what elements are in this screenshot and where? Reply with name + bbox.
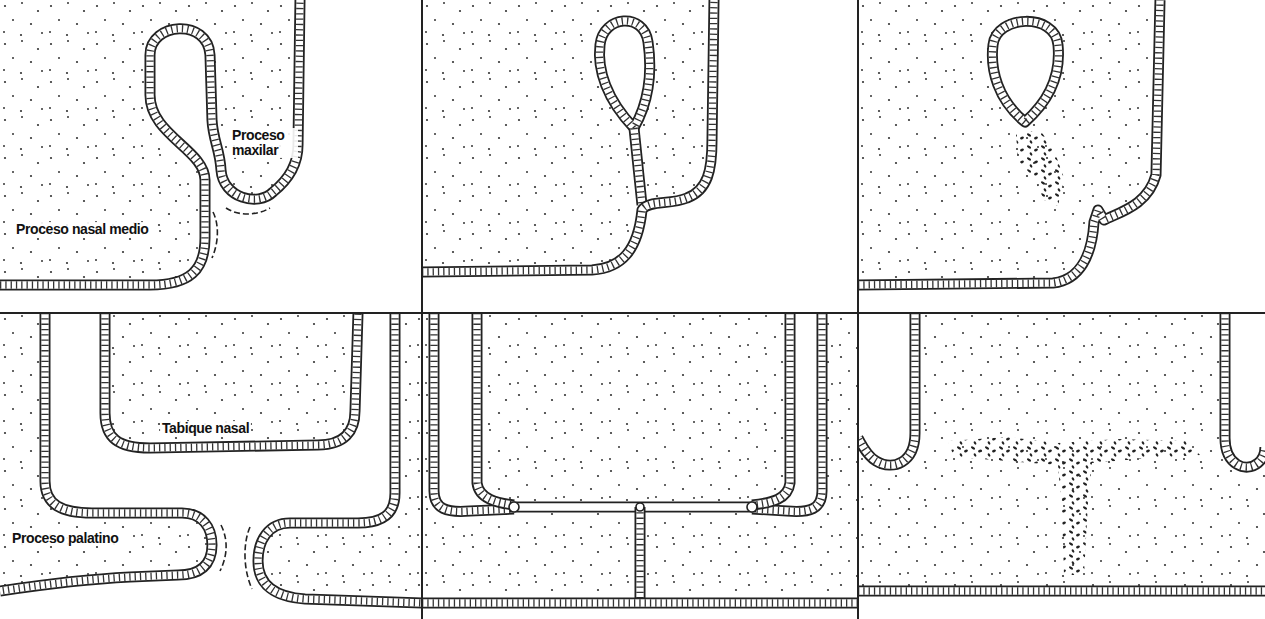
epithelium xyxy=(105,313,358,448)
epithelium xyxy=(599,21,649,128)
cavity xyxy=(858,0,1265,313)
panel-palate-3 xyxy=(858,313,1265,591)
epithelium xyxy=(0,0,300,285)
epithelium xyxy=(0,313,212,591)
epithelium xyxy=(0,313,212,591)
epithelium xyxy=(992,21,1058,122)
part-label: Proceso nasal medio xyxy=(14,222,150,237)
nasal-pit xyxy=(992,21,1058,122)
epithelium xyxy=(858,0,1160,285)
seam-junction xyxy=(509,502,519,512)
panel-divider xyxy=(0,312,1265,314)
epithelium xyxy=(858,0,1160,285)
epithelium xyxy=(0,0,300,285)
epithelium xyxy=(422,599,858,606)
epithelium xyxy=(422,598,858,609)
epithelium xyxy=(752,313,822,511)
epithelial-seam xyxy=(510,503,756,510)
epithelial-seam xyxy=(634,128,642,205)
epithelium xyxy=(0,313,212,591)
epithelium xyxy=(434,313,514,511)
panel-palate-1 xyxy=(0,313,422,603)
epithelial-seam xyxy=(634,128,642,205)
epithelium xyxy=(258,313,422,603)
mesenchyme-cluster xyxy=(1016,130,1064,206)
mesenchyme xyxy=(858,0,1265,313)
cavity xyxy=(422,0,858,313)
mesenchyme xyxy=(422,0,858,313)
epithelial-seam xyxy=(636,507,643,601)
panel-palate-2 xyxy=(422,313,858,603)
epithelium xyxy=(992,21,1058,122)
epithelium xyxy=(752,313,790,505)
panel-fusion-3 xyxy=(858,0,1265,313)
seam-junction xyxy=(747,502,757,512)
epithelial-seam xyxy=(635,507,646,601)
contact-hint xyxy=(212,212,217,258)
mesenchyme xyxy=(422,313,858,603)
nasal-cavity xyxy=(434,313,514,511)
seam-junction xyxy=(636,503,644,511)
panel-divider xyxy=(857,0,859,619)
epithelium xyxy=(992,21,1058,122)
contact-hint xyxy=(220,525,226,571)
panel-fusion-2 xyxy=(422,0,858,313)
epithelium xyxy=(1225,313,1265,467)
nasal-cavity xyxy=(858,313,915,465)
epithelial-seam xyxy=(634,128,642,205)
epithelium xyxy=(752,313,790,505)
epithelium xyxy=(0,0,300,285)
epithelium xyxy=(477,313,514,505)
epithelium xyxy=(858,313,915,465)
epithelium xyxy=(422,0,714,272)
part-label: Proceso palatino xyxy=(10,531,120,546)
nasal-cavity xyxy=(752,313,822,511)
epithelium xyxy=(477,313,514,505)
nasal-pit xyxy=(599,21,649,128)
part-label: Tabique nasal xyxy=(160,421,251,436)
epithelium xyxy=(858,0,1160,285)
mesenchyme xyxy=(0,0,422,313)
epithelium xyxy=(599,21,649,128)
epithelium xyxy=(105,313,358,448)
cavity xyxy=(0,0,422,313)
epithelium xyxy=(422,599,858,606)
epithelium xyxy=(422,0,714,272)
epithelium xyxy=(258,313,422,603)
epithelium xyxy=(752,313,790,505)
epithelium xyxy=(434,313,514,511)
panel-fusion-1 xyxy=(0,0,422,313)
part-label: Proceso maxilar xyxy=(230,128,298,158)
epithelium xyxy=(434,313,514,511)
panel-divider xyxy=(421,0,423,619)
nasal-septum xyxy=(105,313,358,448)
epithelium xyxy=(858,587,1265,594)
nasal-cavity xyxy=(1225,313,1265,467)
contact-hint xyxy=(226,208,270,214)
epithelium xyxy=(599,21,649,128)
epithelium xyxy=(858,587,1265,594)
epithelium xyxy=(1225,313,1265,467)
epithelium xyxy=(258,313,422,603)
epithelium xyxy=(1225,313,1265,467)
epithelial-seam xyxy=(636,507,643,601)
epithelium xyxy=(477,313,514,505)
epithelium xyxy=(752,313,822,511)
epithelium xyxy=(858,313,915,465)
epithelial-seam xyxy=(510,502,756,513)
epithelium xyxy=(752,313,822,511)
mesenchyme xyxy=(858,313,1265,591)
contact-hint xyxy=(245,527,252,589)
palatal-shelf xyxy=(258,313,422,603)
epithelium xyxy=(858,586,1265,597)
epithelium xyxy=(422,0,714,272)
epithelium xyxy=(105,313,358,448)
mesenchyme-cluster xyxy=(948,437,1200,575)
epithelium xyxy=(858,313,915,465)
